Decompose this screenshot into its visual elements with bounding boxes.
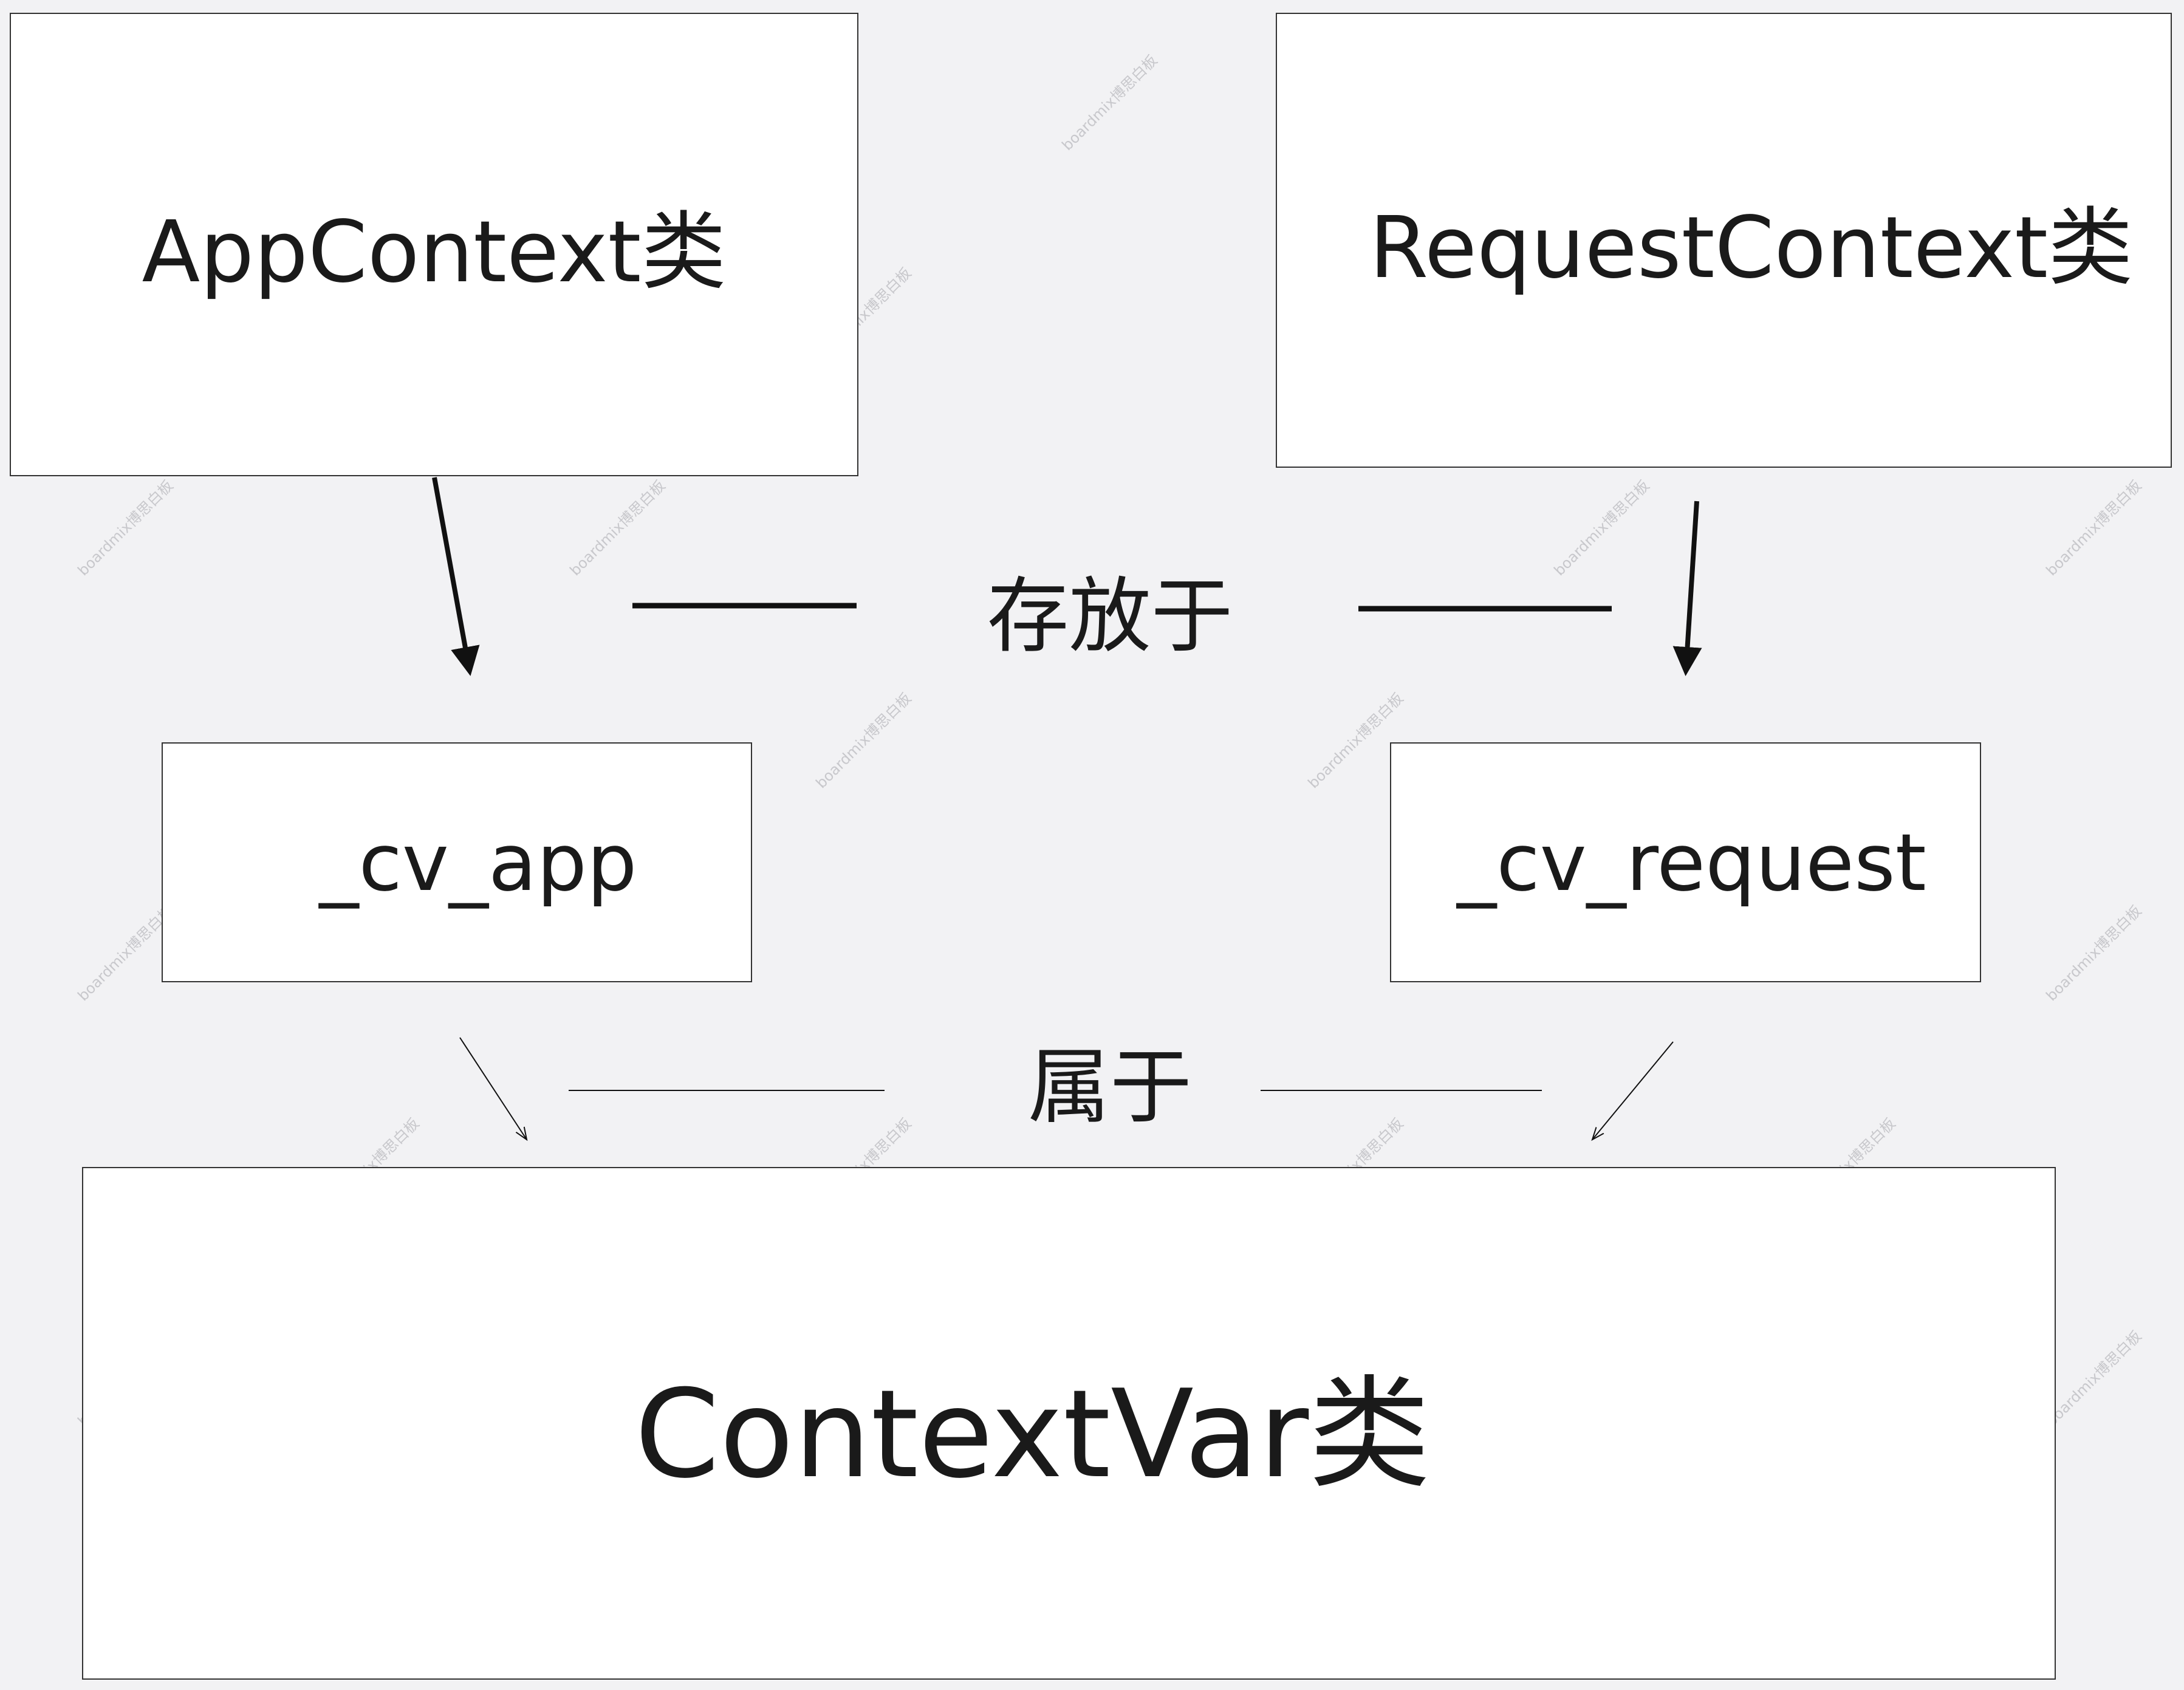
edge-label-belongs-to: 属于: [1028, 1039, 1192, 1135]
node-cv-request[interactable]: _cv_request: [1390, 742, 1981, 982]
node-cv-request-label: _cv_request: [1457, 816, 1926, 909]
arrow-cv-request-to-context-var: [1592, 1041, 1674, 1140]
edge-label-stored-in: 存放于: [987, 569, 1233, 664]
node-app-context[interactable]: AppContext类: [10, 13, 858, 476]
node-app-context-label: AppContext类: [142, 202, 727, 302]
node-context-var[interactable]: ContextVar类: [82, 1167, 2056, 1680]
node-cv-app-label: _cv_app: [319, 816, 637, 909]
node-cv-app[interactable]: _cv_app: [162, 742, 752, 982]
node-context-var-label: ContextVar类: [634, 1364, 1431, 1505]
node-request-context[interactable]: RequestContext类: [1276, 13, 2172, 468]
node-request-context-label: RequestContext类: [1369, 198, 2134, 298]
arrow-request-to-cv-request: [1672, 501, 1702, 676]
arrow-app-to-cv-app: [432, 477, 480, 676]
arrow-cv-app-to-context-var: [459, 1037, 527, 1140]
